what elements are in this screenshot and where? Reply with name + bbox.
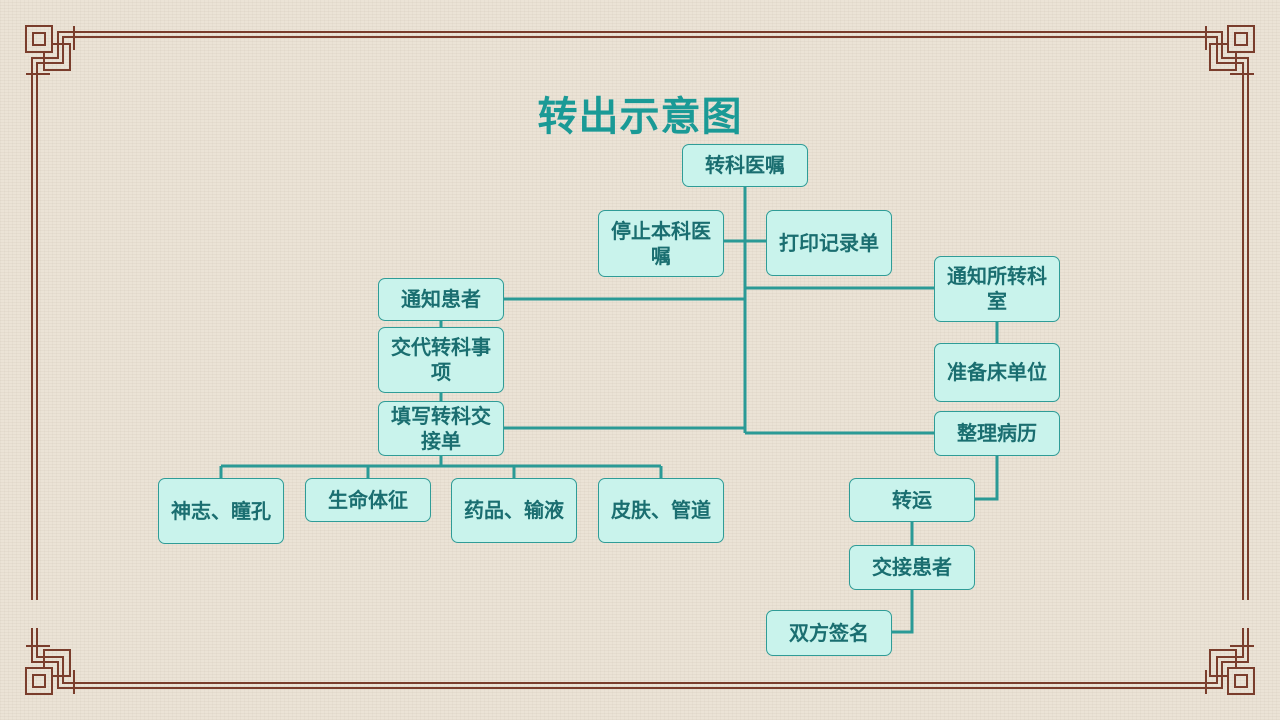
node-notify-patient[interactable]: 通知患者 <box>378 278 504 321</box>
node-vital-signs[interactable]: 生命体征 <box>305 478 431 522</box>
node-consciousness-pupils[interactable]: 神志、瞳孔 <box>158 478 284 544</box>
node-skin-tubes[interactable]: 皮肤、管道 <box>598 478 724 543</box>
node-explain-transfer-items[interactable]: 交代转科事项 <box>378 327 504 393</box>
node-patient-handover[interactable]: 交接患者 <box>849 545 975 590</box>
node-transfer-order[interactable]: 转科医嘱 <box>682 144 808 187</box>
node-prepare-bed[interactable]: 准备床单位 <box>934 343 1060 402</box>
node-notify-target-dept[interactable]: 通知所转科室 <box>934 256 1060 322</box>
corner-ornament-top-left <box>25 25 86 92</box>
node-medication-infusion[interactable]: 药品、输液 <box>451 478 577 543</box>
node-fill-transfer-form[interactable]: 填写转科交接单 <box>378 401 504 456</box>
node-transport[interactable]: 转运 <box>849 478 975 522</box>
node-both-sign[interactable]: 双方签名 <box>766 610 892 656</box>
node-print-record[interactable]: 打印记录单 <box>766 210 892 276</box>
connector-records-to-transport <box>975 455 999 501</box>
node-organize-records[interactable]: 整理病历 <box>934 411 1060 456</box>
node-stop-current-order[interactable]: 停止本科医嘱 <box>598 210 724 277</box>
page-title: 转出示意图 <box>537 94 743 140</box>
connector-handover-to-sign <box>891 590 914 634</box>
